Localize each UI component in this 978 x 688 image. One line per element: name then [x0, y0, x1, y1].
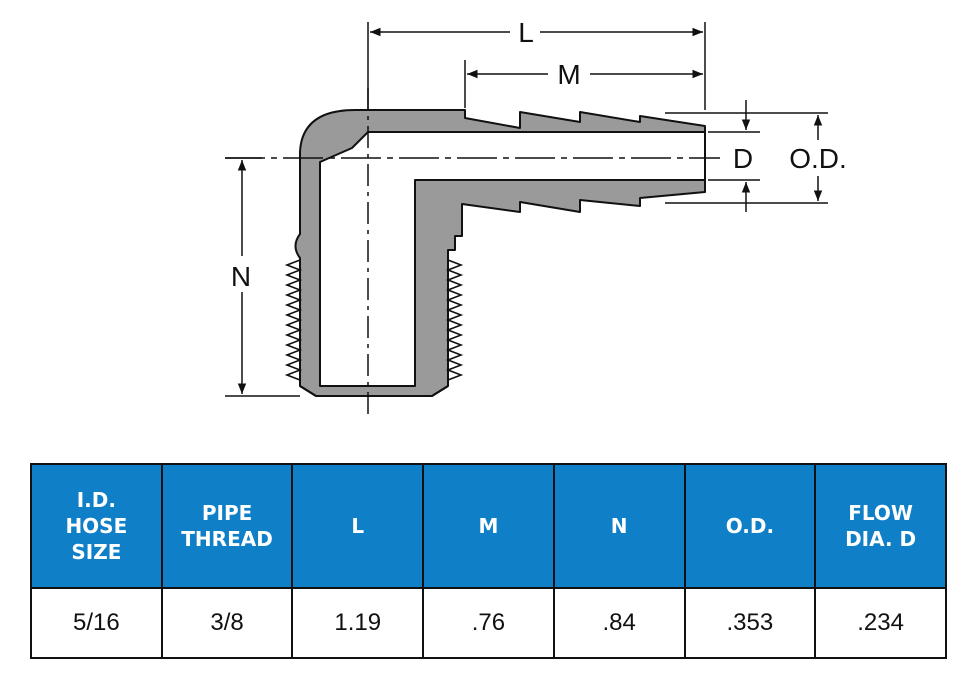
header-row: I.D. HOSE SIZE PIPE THREAD L M N: [30, 463, 947, 589]
fitting-body: [284, 109, 706, 397]
label-L: L: [518, 17, 534, 48]
center-lines: [225, 88, 720, 418]
label-M: M: [557, 59, 580, 90]
cell-flow-dia-d: .234: [814, 587, 947, 659]
header-l: L: [291, 463, 425, 589]
label-OD: O.D.: [789, 143, 847, 174]
cell-od: .353: [683, 587, 817, 659]
elbow-fitting-diagram: L M N D O.D.: [225, 17, 847, 418]
header-od: O.D.: [683, 463, 817, 589]
header-id-hose-size: I.D. HOSE SIZE: [30, 463, 163, 589]
dimension-OD: [665, 112, 828, 204]
dimension-D: [708, 100, 760, 212]
dimension-N: [225, 157, 300, 397]
header-m: M: [422, 463, 555, 589]
dimension-M: [464, 60, 703, 108]
label-D: D: [733, 143, 753, 174]
specification-table: I.D. HOSE SIZE PIPE THREAD L M N: [30, 463, 947, 659]
cell-n: .84: [552, 587, 686, 659]
header-pipe-thread: PIPE THREAD: [160, 463, 294, 589]
cell-pipe-thread: 3/8: [160, 587, 294, 659]
table-row: 5/16 3/8 1.19 .76 .84 .353 .234: [30, 587, 947, 659]
dimension-L: [367, 22, 706, 110]
header-n: N: [552, 463, 686, 589]
header-flow-dia-d: FLOW DIA. D: [814, 463, 947, 589]
cell-id-hose-size: 5/16: [30, 587, 163, 659]
cell-m: .76: [422, 587, 555, 659]
cell-l: 1.19: [291, 587, 425, 659]
label-N: N: [231, 261, 251, 292]
